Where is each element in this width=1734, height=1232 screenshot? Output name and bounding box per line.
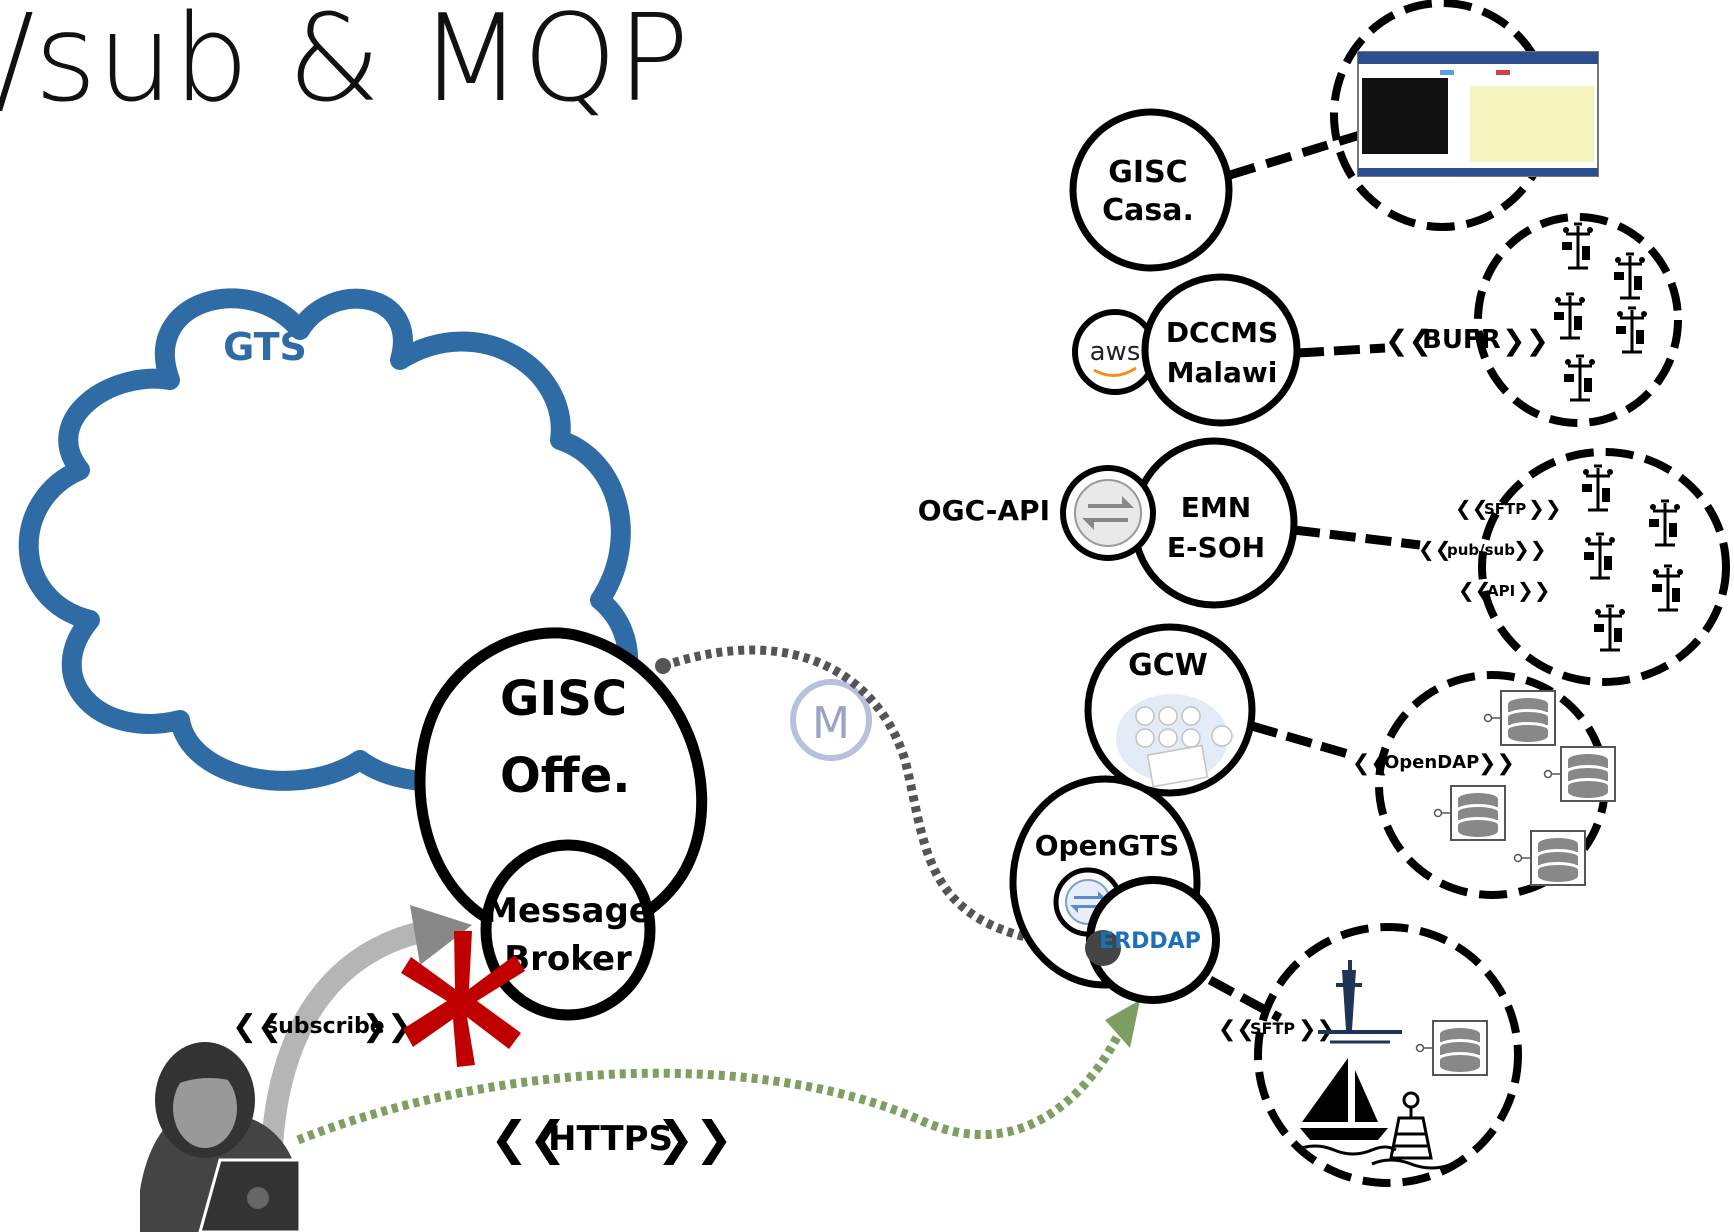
gisc-casa-link xyxy=(1228,130,1362,180)
ocean-glider-icon xyxy=(1318,960,1402,1044)
weather-station-icon-group-emn xyxy=(1580,464,1685,652)
emn-pubsub-open: ❮❮ xyxy=(1418,537,1452,561)
emn-line2: E-SOH xyxy=(1167,531,1265,564)
broker-line1: Message xyxy=(484,891,652,931)
broker-line2: Broker xyxy=(504,939,632,979)
gcw-services-icon xyxy=(1116,694,1233,788)
user-laptop-icon xyxy=(140,1042,302,1232)
weather-station-icon xyxy=(1552,222,1649,402)
mqtt-badge-icon xyxy=(790,679,872,761)
ogc-api-label: OGC-API xyxy=(918,494,1050,527)
opendap-label: OpenDAP xyxy=(1384,752,1479,773)
aws-smile-icon xyxy=(1093,366,1137,377)
opengts-sftp-close: ❯❯ xyxy=(1298,1017,1335,1042)
emn-api-label: API xyxy=(1487,582,1515,600)
emn-api-close: ❯❯ xyxy=(1517,578,1551,602)
aws-text: aws xyxy=(1090,337,1141,367)
dccms-circle[interactable] xyxy=(1141,273,1301,427)
https-label: HTTPS xyxy=(548,1119,673,1159)
asterisk-icon xyxy=(401,931,525,1067)
https-close-quotes: ❯❯ xyxy=(656,1111,733,1166)
gisc-casa-circle[interactable] xyxy=(1069,108,1233,272)
gts-label: GTS xyxy=(223,325,307,369)
opengts-database-icon xyxy=(1415,1020,1488,1076)
gcw-link xyxy=(1250,721,1357,761)
opengts-sftp-open: ❮❮ xyxy=(1218,1017,1255,1042)
https-arrow-head-icon xyxy=(1105,1000,1140,1048)
dccms-line1: DCCMS xyxy=(1166,316,1278,349)
dccms-line2: Malawi xyxy=(1167,356,1278,389)
dccms-dashed-group xyxy=(1474,213,1682,427)
emn-line1: EMN xyxy=(1181,491,1251,524)
subscribe-arrow xyxy=(261,919,433,1146)
exchange-arrows-icon xyxy=(1074,479,1142,547)
bufr-close-quotes: ❯❯ xyxy=(1502,324,1549,357)
bufr-label: BUFR xyxy=(1422,325,1501,355)
buoy-icon xyxy=(1371,1091,1453,1170)
screenshot-icon xyxy=(1357,51,1599,177)
mqtt-path-start-dot xyxy=(655,658,671,674)
subscribe-close-quotes: ❯❯ xyxy=(362,1009,412,1044)
emn-pubsub-close: ❯❯ xyxy=(1513,537,1547,561)
emn-sftp-close: ❯❯ xyxy=(1528,496,1562,520)
https-path xyxy=(296,1018,1130,1145)
slide-title: /sub & MQP xyxy=(0,0,689,129)
dccms-link xyxy=(1297,343,1386,358)
database-icon xyxy=(1433,690,1616,886)
subscribe-label: subscribe xyxy=(265,1014,385,1039)
gisc-offe-line2: Offe. xyxy=(500,748,630,804)
erddap-label: ERDDAP xyxy=(1099,929,1201,954)
emn-dashed-group xyxy=(1478,448,1730,686)
mqtt-badge-letter: M xyxy=(812,698,850,749)
opengts-link xyxy=(1207,976,1283,1022)
gisc-casa-line2: Casa. xyxy=(1102,193,1194,228)
subscribe-arrow-head-icon xyxy=(410,905,472,965)
opendap-close: ❯❯ xyxy=(1478,751,1515,776)
message-broker-circle[interactable] xyxy=(480,839,656,1021)
https-open-quotes: ❮❮ xyxy=(490,1111,567,1166)
bufr-open-quotes: ❮❮ xyxy=(1385,324,1432,357)
emn-pubsub-label: pub/sub xyxy=(1447,541,1515,559)
opengts-label: OpenGTS xyxy=(1035,829,1180,862)
emn-link xyxy=(1293,525,1421,550)
emn-sftp-open: ❮❮ xyxy=(1455,496,1489,520)
opengts-dashed-group xyxy=(1254,923,1522,1187)
gcw-label: GCW xyxy=(1128,648,1208,683)
subscribe-open-quotes: ❮❮ xyxy=(232,1009,282,1044)
gisc-offe-line1: GISC xyxy=(500,671,627,727)
gisc-casa-line1: GISC xyxy=(1108,155,1187,190)
erddap-connection-dot xyxy=(1085,930,1121,966)
sailboat-icon xyxy=(1295,1058,1397,1156)
